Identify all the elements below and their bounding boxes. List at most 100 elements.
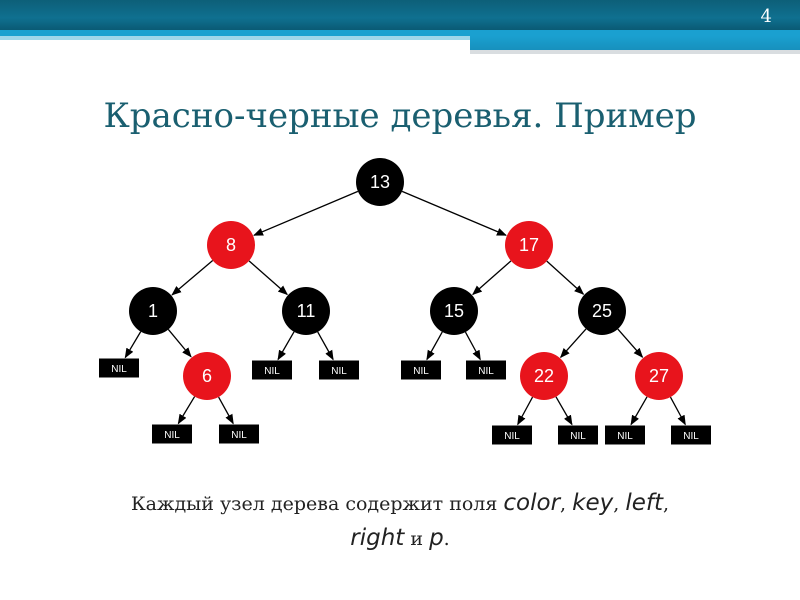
nil-leaf: NIL <box>492 425 532 445</box>
nil-box <box>605 425 645 445</box>
nil-leaf: NIL <box>319 360 359 380</box>
node-label: NIL <box>570 431 586 442</box>
node-label: 6 <box>202 366 212 386</box>
node-circle <box>635 352 683 400</box>
header-stripe <box>0 30 800 36</box>
header-stripe <box>470 50 800 54</box>
node-circle <box>183 352 231 400</box>
nil-box <box>152 424 192 444</box>
nil-leaf: NIL <box>671 425 711 445</box>
header-stripe <box>470 36 800 50</box>
tree-edge-arrow <box>124 331 142 359</box>
tree-edge-arrow <box>617 328 644 358</box>
slide-number: 4 <box>760 6 772 27</box>
black-node: 11 <box>282 287 330 335</box>
tree-edge-arrow <box>426 331 443 361</box>
caption-text: Каждый узел дерева содержит поля <box>130 493 504 515</box>
node-circle <box>129 287 177 335</box>
node-label: NIL <box>478 366 494 377</box>
nil-box <box>466 360 506 380</box>
red-node: 27 <box>635 352 683 400</box>
caption: Каждый узел дерева содержит поля color, … <box>0 486 800 556</box>
black-node: 15 <box>430 287 478 335</box>
edges-layer <box>124 190 686 426</box>
caption-separator: , <box>613 493 626 515</box>
node-circle <box>505 221 553 269</box>
node-circle <box>430 287 478 335</box>
tree-edge-arrow <box>317 331 334 361</box>
field-color: color <box>503 490 561 516</box>
node-label: 15 <box>444 301 464 321</box>
tree-edge-arrow <box>669 396 686 426</box>
nil-box <box>99 358 139 378</box>
tree-edge-arrow <box>171 260 214 296</box>
nil-leaf: NIL <box>558 425 598 445</box>
field-right: right <box>350 525 405 551</box>
nil-leaf: NIL <box>219 424 259 444</box>
node-label: NIL <box>617 431 633 442</box>
header-band <box>0 0 800 30</box>
nil-leaf: NIL <box>401 360 441 380</box>
tree-edge-arrow <box>517 396 534 426</box>
black-node: 1 <box>129 287 177 335</box>
field-p: p <box>429 525 444 551</box>
black-node: 13 <box>356 158 404 206</box>
caption-separator: , <box>560 493 573 515</box>
node-label: 22 <box>534 366 554 386</box>
tree-edge-arrow <box>167 329 192 358</box>
caption-period: . <box>443 528 450 550</box>
node-label: NIL <box>164 430 180 441</box>
black-node: 25 <box>578 287 626 335</box>
nil-box <box>319 360 359 380</box>
node-label: 11 <box>297 301 316 321</box>
nil-leaf: NIL <box>152 424 192 444</box>
node-label: NIL <box>111 364 127 375</box>
tree-edge-arrow <box>464 331 481 361</box>
tree-edge-arrow <box>277 331 295 361</box>
tree-edge-arrow <box>630 396 648 426</box>
tree-edge-arrow <box>555 396 573 426</box>
nil-box <box>671 425 711 445</box>
tree-edge-arrow <box>472 260 512 296</box>
tree-edge-arrow <box>177 396 196 425</box>
nil-box <box>252 360 292 380</box>
nil-leaf: NIL <box>252 360 292 380</box>
node-label: NIL <box>231 430 247 441</box>
node-label: 13 <box>370 172 390 192</box>
tree-edge-arrow <box>401 190 507 236</box>
field-key: key <box>572 490 614 516</box>
tree-edge-arrow <box>546 260 585 295</box>
nil-box <box>558 425 598 445</box>
nil-box <box>401 360 441 380</box>
node-label: 25 <box>592 301 612 321</box>
tree-edge-arrow <box>248 260 288 296</box>
red-node: 8 <box>207 221 255 269</box>
nil-leaf: NIL <box>99 358 139 378</box>
nil-leaf: NIL <box>605 425 645 445</box>
tree-edge-arrow <box>559 328 587 359</box>
node-label: NIL <box>331 366 347 377</box>
node-circle <box>207 221 255 269</box>
node-circle <box>578 287 626 335</box>
nil-box <box>219 424 259 444</box>
nil-box <box>492 425 532 445</box>
node-label: 8 <box>226 235 236 255</box>
header-stripe <box>0 36 470 40</box>
node-label: NIL <box>413 366 429 377</box>
node-label: 17 <box>519 235 539 255</box>
slide-title: Красно-черные деревья. Пример <box>103 96 697 136</box>
nil-leaf: NIL <box>466 360 506 380</box>
caption-separator: , <box>662 493 670 515</box>
red-node: 6 <box>183 352 231 400</box>
node-circle <box>356 158 404 206</box>
tree-edge-arrow <box>218 396 234 425</box>
node-label: 1 <box>148 301 158 321</box>
node-label: NIL <box>264 366 280 377</box>
tree-edge-arrow <box>253 190 359 236</box>
caption-conjunction: и <box>404 528 430 550</box>
node-circle <box>520 352 568 400</box>
node-label: NIL <box>683 431 699 442</box>
field-left: left <box>625 490 663 516</box>
